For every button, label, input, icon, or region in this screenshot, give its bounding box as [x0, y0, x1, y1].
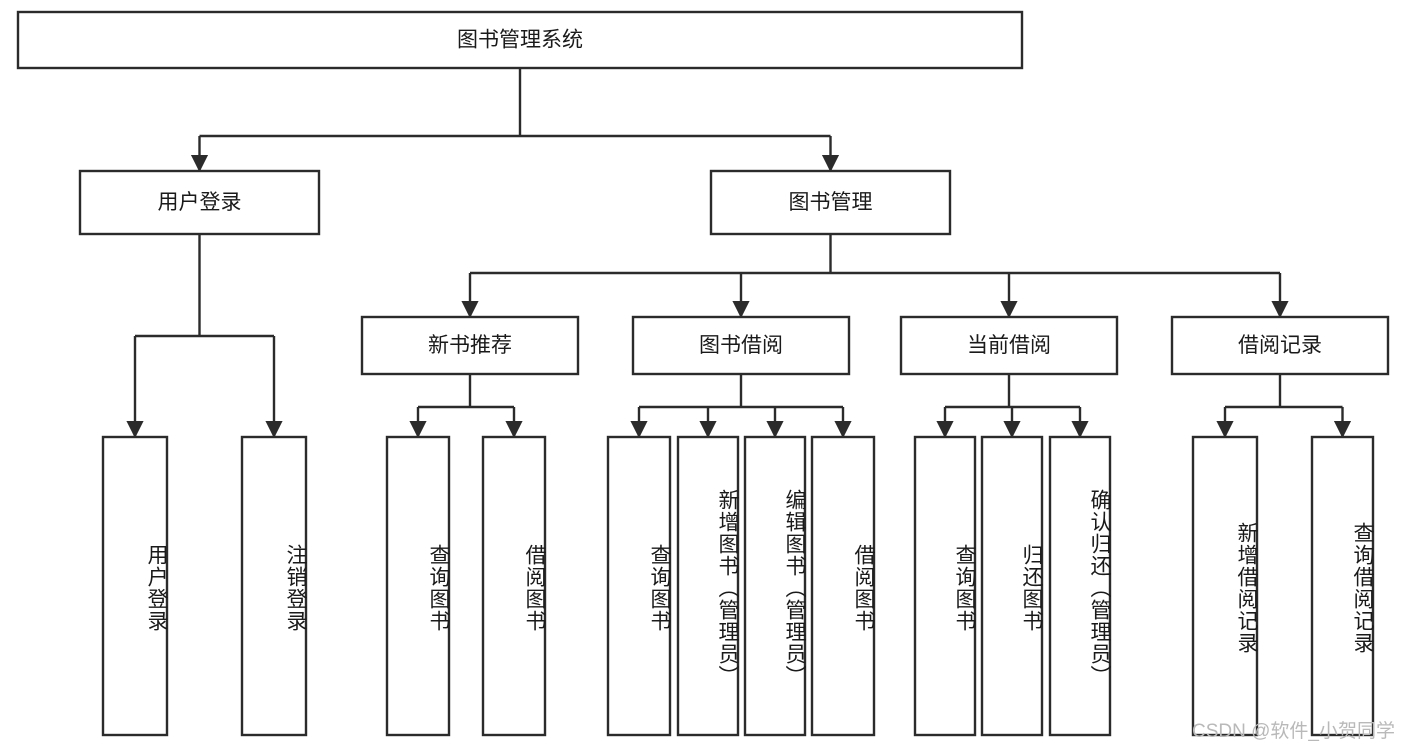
- node-label-leaf-user-logout: 注销登录: [284, 544, 307, 632]
- node-box-book-borrow[interactable]: [631, 315, 851, 376]
- node-box-new-book-recommend[interactable]: [360, 315, 580, 376]
- box-layer: [16, 10, 1390, 737]
- node-label-current-borrow: 当前借阅: [967, 334, 1051, 357]
- node-box-leaf-user-logout[interactable]: [240, 435, 308, 737]
- node-box-leaf-borrow-book[interactable]: [810, 435, 876, 737]
- node-label-leaf-query-book-rec: 查询图书: [427, 544, 450, 632]
- node-label-leaf-borrow-book: 借阅图书: [852, 544, 875, 632]
- node-box-leaf-add-record[interactable]: [1191, 435, 1259, 737]
- node-box-leaf-query-book-borrow[interactable]: [606, 435, 672, 737]
- node-box-leaf-borrow-book-rec[interactable]: [481, 435, 547, 737]
- node-label-book-manage: 图书管理: [789, 191, 873, 214]
- csdn-watermark: CSDN @软件_小贺同学: [1192, 721, 1395, 742]
- node-box-leaf-edit-book[interactable]: [743, 435, 807, 737]
- node-label-new-book-recommend: 新书推荐: [428, 334, 512, 357]
- node-label-leaf-add-book: 新增图书（管理员）: [716, 489, 739, 687]
- node-box-current-borrow[interactable]: [899, 315, 1119, 376]
- node-label-leaf-add-record: 新增借阅记录: [1235, 522, 1258, 654]
- node-label-leaf-query-record: 查询借阅记录: [1351, 522, 1374, 654]
- node-label-leaf-borrow-book-rec: 借阅图书: [523, 544, 546, 632]
- connector-layer: [126, 68, 1352, 439]
- node-label-leaf-confirm-return: 确认归还（管理员）: [1088, 489, 1111, 687]
- node-label-book-borrow: 图书借阅: [699, 334, 783, 357]
- node-label-leaf-user-login: 用户登录: [145, 544, 168, 632]
- node-box-root[interactable]: [16, 10, 1024, 70]
- node-label-leaf-query-book-borrow: 查询图书: [648, 544, 671, 632]
- node-box-leaf-query-record[interactable]: [1310, 435, 1375, 737]
- node-box-leaf-add-book[interactable]: [676, 435, 740, 737]
- node-label-leaf-return-book: 归还图书: [1020, 544, 1043, 632]
- node-box-leaf-query-book-cur[interactable]: [913, 435, 977, 737]
- node-box-borrow-record[interactable]: [1170, 315, 1390, 376]
- node-box-book-manage[interactable]: [709, 169, 952, 236]
- node-box-leaf-confirm-return[interactable]: [1048, 435, 1112, 737]
- node-label-borrow-record: 借阅记录: [1238, 334, 1322, 357]
- node-box-leaf-query-book-rec[interactable]: [385, 435, 451, 737]
- node-label-leaf-query-book-cur: 查询图书: [953, 544, 976, 632]
- node-box-leaf-return-book[interactable]: [980, 435, 1044, 737]
- node-label-leaf-edit-book: 编辑图书（管理员）: [783, 489, 806, 687]
- node-label-root: 图书管理系统: [457, 29, 583, 52]
- node-box-leaf-user-login[interactable]: [101, 435, 169, 737]
- node-label-user-login: 用户登录: [158, 191, 242, 214]
- node-box-user-login[interactable]: [78, 169, 321, 236]
